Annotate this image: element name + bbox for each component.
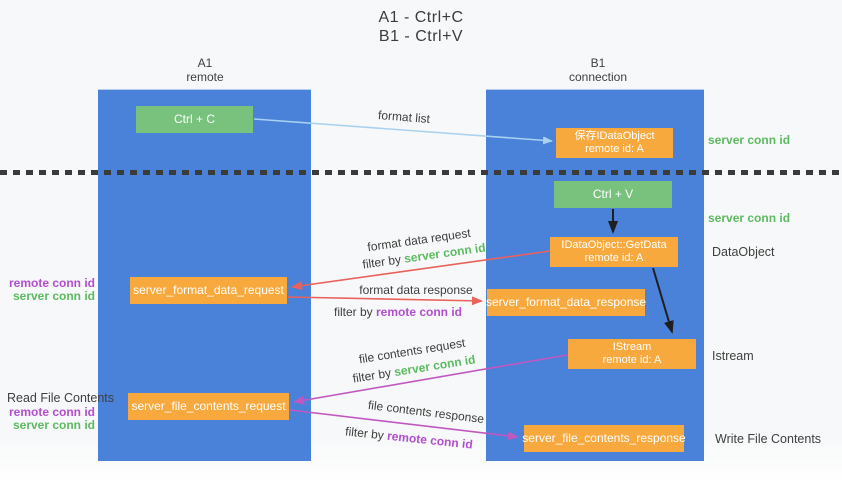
filter-by-remote-conn-id-label-2: filter by remote conn id	[345, 424, 474, 451]
filter-prefix: filter by	[333, 305, 376, 319]
lane-right-header: B1 connection	[538, 56, 658, 84]
file-response-label: server_file_contents_response	[522, 431, 686, 445]
server-file-contents-response-box: server_file_contents_response	[522, 425, 686, 452]
write-file-contents-label: Write File Contents	[715, 432, 822, 446]
lane-left-name: A1	[197, 56, 213, 70]
format-request-label: server_format_data_request	[133, 283, 284, 297]
dotted-separator-line	[0, 170, 842, 175]
read-file-contents-label: Read File Contents	[7, 391, 115, 405]
save-dataobject-line1: 保存IDataObject	[574, 130, 655, 142]
dataobject-label: DataObject	[712, 245, 775, 259]
filter-prefix: filter by	[344, 424, 388, 443]
left-conn-id-stack-1: remote conn id server conn id	[0, 277, 95, 303]
remote-conn-id-label-2: remote conn id	[8, 405, 95, 419]
lane-right-role: connection	[568, 70, 628, 84]
lane-left-header: A1 remote	[145, 56, 265, 84]
diagram-title: A1 - Ctrl+C B1 - Ctrl+V	[0, 8, 842, 46]
istream-line2: remote id: A	[602, 354, 662, 366]
server-format-data-response-box: server_format_data_response	[485, 289, 647, 316]
save-dataobject-box: 保存IDataObject remote id: A	[556, 128, 673, 158]
remote-conn-id-inline: remote conn id	[386, 428, 474, 452]
title-line-2: B1 - Ctrl+V	[378, 28, 464, 45]
format-data-response-label: format data response	[359, 283, 473, 297]
save-dataobject-line2: remote id: A	[585, 143, 644, 155]
left-conn-id-stack-2: remote conn id server conn id	[0, 406, 95, 432]
ctrl-v-label: Ctrl + V	[592, 187, 634, 201]
filter-by-remote-conn-id-label-1: filter by remote conn id	[334, 305, 462, 319]
server-conn-id-label-1: server conn id	[12, 289, 95, 303]
lane-right-name: B1	[590, 56, 606, 70]
getdata-line2: remote id: A	[584, 252, 644, 264]
format-data-response-arrow	[287, 296, 483, 306]
ctrl-c-box: Ctrl + C	[136, 106, 253, 133]
ctrl-v-box: Ctrl + V	[554, 181, 672, 208]
server-conn-id-label-mid: server conn id	[708, 211, 791, 225]
getdata-line1: IDataObject::GetData	[561, 239, 667, 251]
remote-conn-id-label-1: remote conn id	[8, 276, 95, 290]
istream-box: IStream remote id: A	[568, 339, 696, 369]
lane-left-role: remote	[186, 70, 224, 84]
file-contents-response-label: file contents response	[367, 397, 485, 427]
filter-prefix: filter by	[351, 365, 396, 386]
idataobject-getdata-box: IDataObject::GetData remote id: A	[550, 237, 678, 267]
format-list-label: format list	[377, 107, 431, 127]
server-file-contents-request-box: server_file_contents_request	[128, 393, 289, 420]
istream-side-label: Istream	[712, 349, 754, 363]
server-conn-id-label-top: server conn id	[708, 133, 791, 147]
istream-line1: IStream	[612, 341, 652, 353]
server-format-data-request-box: server_format_data_request	[130, 277, 287, 304]
title-line-1: A1 - Ctrl+C	[378, 9, 464, 26]
server-conn-id-label-2: server conn id	[12, 418, 95, 432]
file-request-label: server_file_contents_request	[131, 399, 286, 413]
format-response-label: server_format_data_response	[485, 295, 647, 309]
remote-conn-id-inline: remote conn id	[376, 305, 463, 319]
filter-prefix: filter by	[361, 251, 406, 272]
ctrl-c-label: Ctrl + C	[173, 112, 215, 126]
